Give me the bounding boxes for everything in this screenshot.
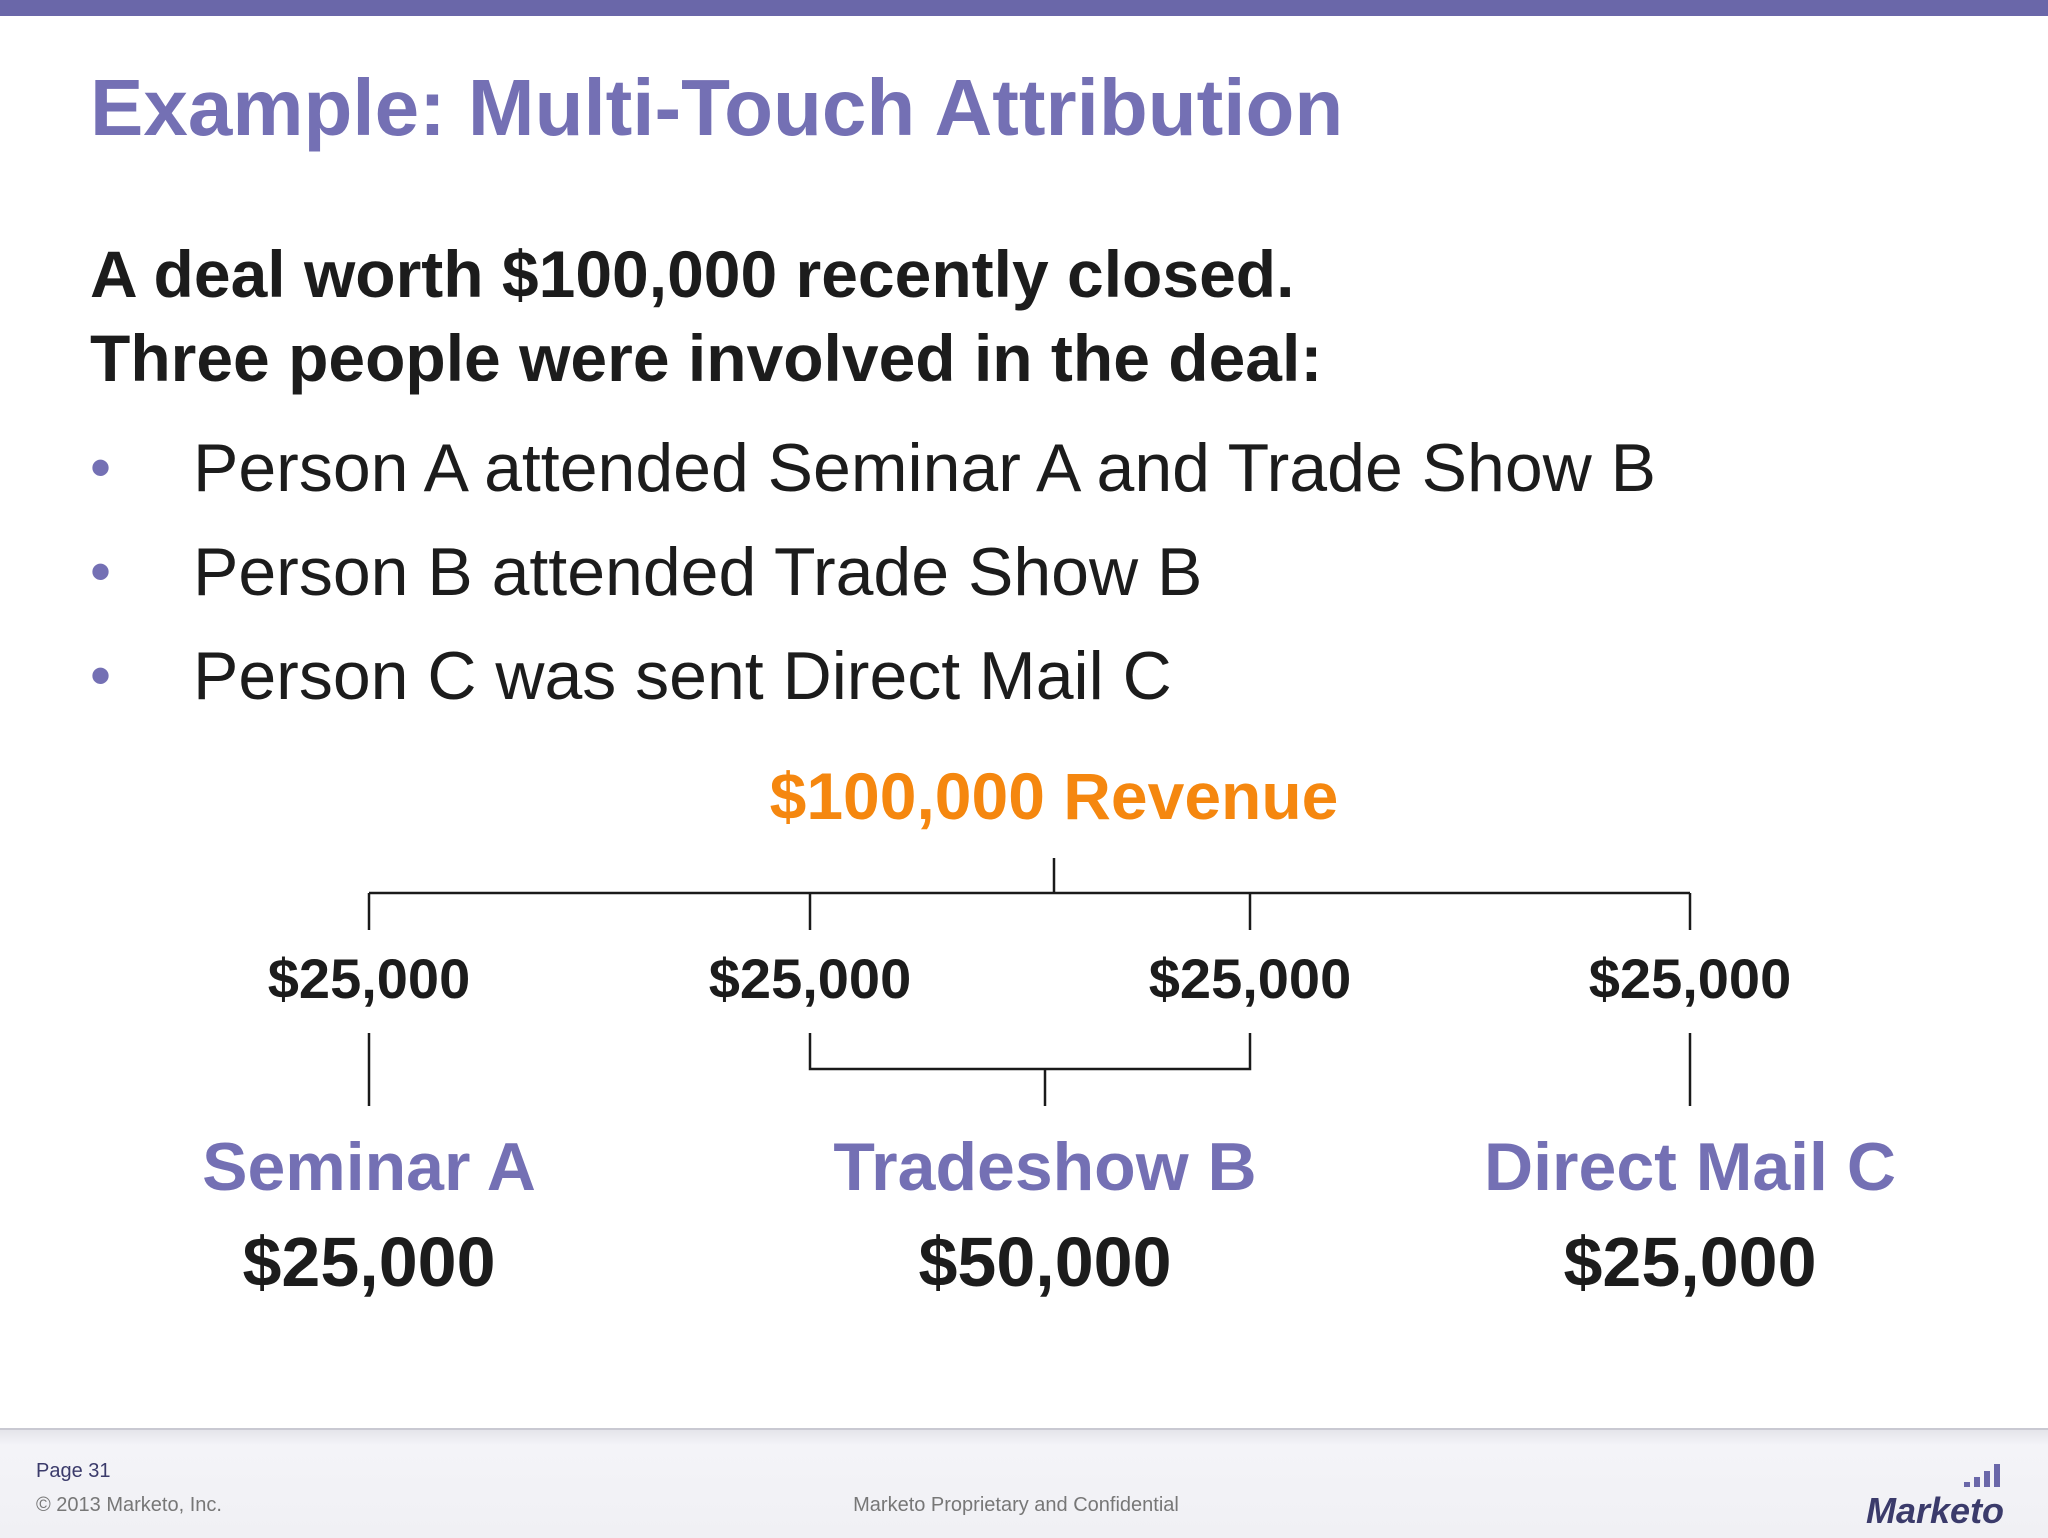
bullet-text: Person B attended Trade Show B [193,534,1203,610]
channel-name-tradeshow: Tradeshow B [833,1129,1257,1205]
bullet-icon: • [90,642,112,709]
bullet-text: Person A attended Seminar A and Trade Sh… [193,430,1656,506]
bullet-text: Person C was sent Direct Mail C [193,638,1172,714]
copyright-text: © 2013 Marketo, Inc. [36,1494,222,1516]
channel-name-seminar: Seminar A [202,1129,536,1205]
confidential-notice: Marketo Proprietary and Confidential [853,1494,1179,1516]
bullet-icon: • [90,434,112,501]
split-amount-1: $25,000 [267,947,471,1010]
split-amount-4: $25,000 [1588,947,1792,1010]
tradeshow-bracket-line [808,1033,1252,1071]
channel-value-directmail: $25,000 [1563,1223,1817,1301]
revenue-label: $100,000 Revenue [769,759,1339,833]
intro-line-2: Three people were involved in the deal: [90,321,1323,395]
logo-bars-icon [1964,1464,2000,1487]
intro-line-1: A deal worth $100,000 recently closed. [90,237,1295,311]
split-amount-2: $25,000 [708,947,912,1010]
page-number: Page 31 [36,1460,111,1482]
slide-footer: Page 31 © 2013 Marketo, Inc. Marketo Pro… [0,1428,2048,1538]
marketo-logo: Marketo [1866,1460,2016,1531]
channel-name-directmail: Direct Mail C [1484,1129,1896,1205]
slide-title: Example: Multi-Touch Attribution [90,63,1344,152]
bullet-icon: • [90,538,112,605]
top-accent-bar [0,0,2048,16]
channel-value-tradeshow: $50,000 [918,1223,1172,1301]
logo-text: Marketo [1866,1490,2005,1531]
channel-value-seminar: $25,000 [242,1223,496,1301]
split-amount-3: $25,000 [1148,947,1352,1010]
